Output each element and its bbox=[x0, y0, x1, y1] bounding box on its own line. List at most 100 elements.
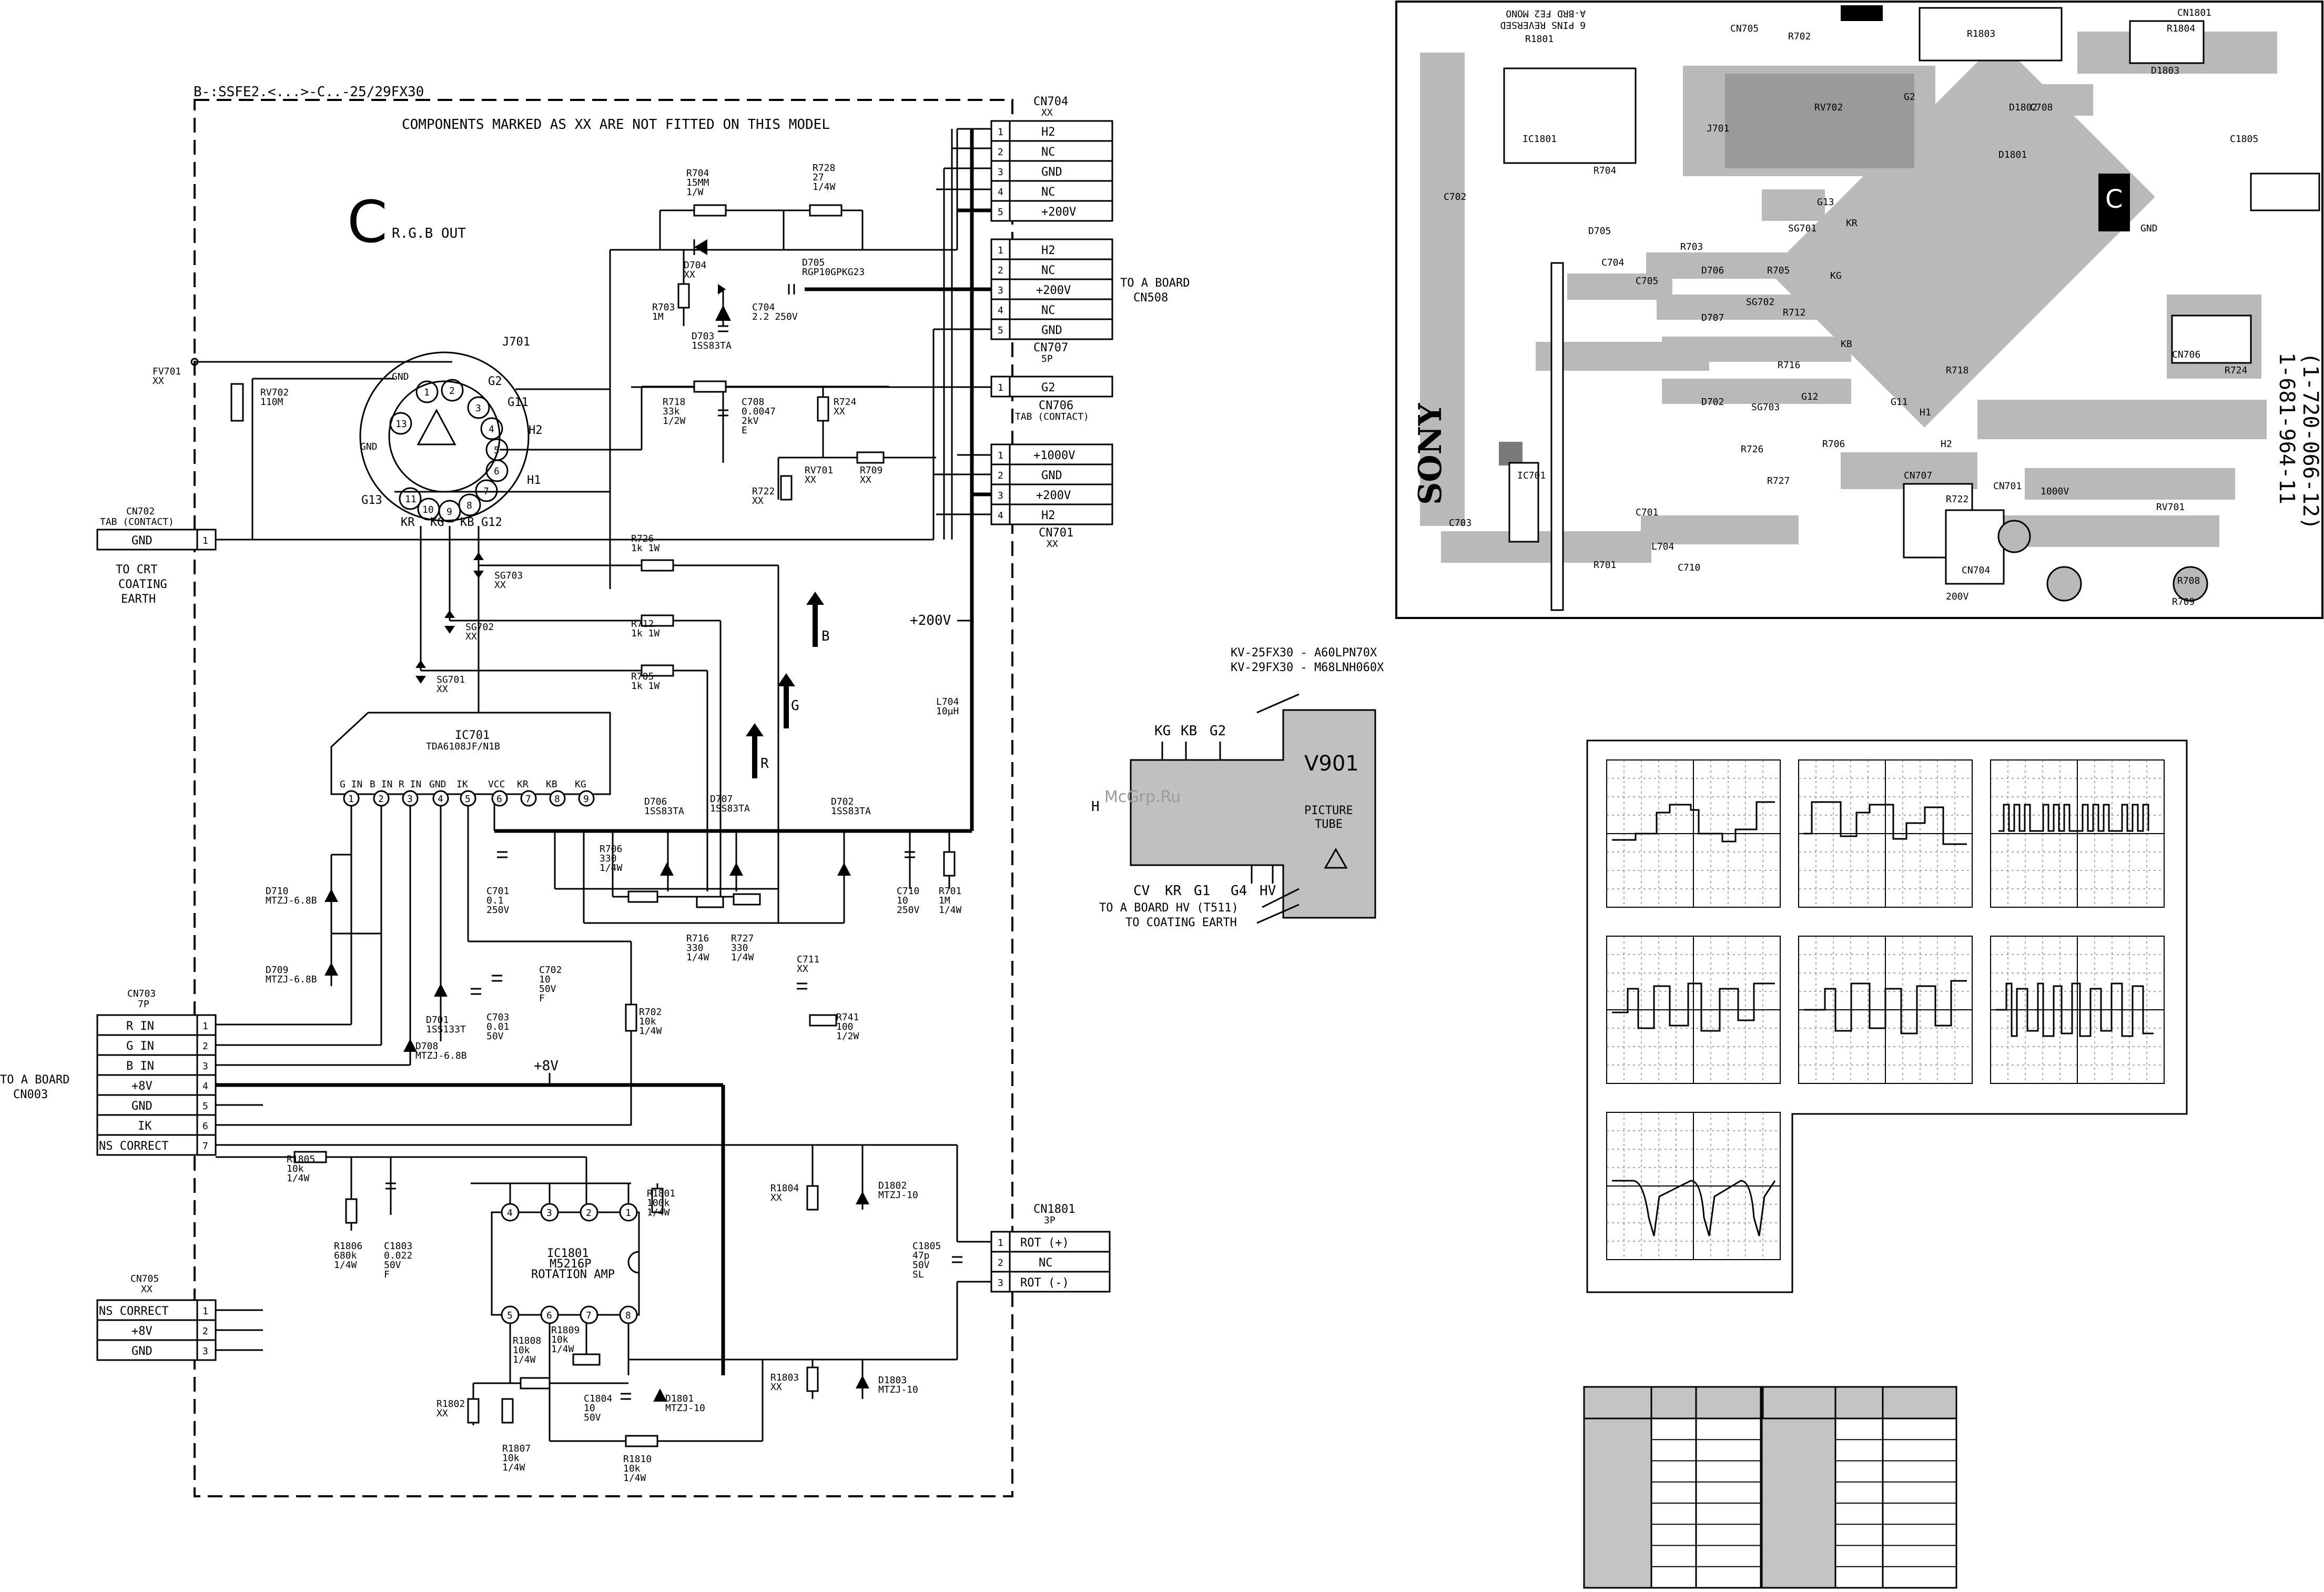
c704-value: 2.2 250V bbox=[752, 311, 798, 322]
cn703-pin-1: R IN bbox=[126, 1020, 154, 1033]
pcb-label: R702 bbox=[1788, 31, 1811, 42]
ic1801-pin-number: 3 bbox=[546, 1208, 552, 1219]
rail-200v-label: +200V bbox=[910, 613, 951, 628]
pcb-label: C710 bbox=[1678, 562, 1700, 573]
pcb-layout: C SONY 1-681-964-11 (1-720-066-12) A-BRD… bbox=[1395, 1, 2323, 619]
j701-h1: H1 bbox=[527, 474, 541, 487]
r1810-value-2: 1/4W bbox=[623, 1473, 646, 1484]
cn1801-pin-1: ROT (+) bbox=[1020, 1236, 1069, 1250]
r1809-value-2: 1/4W bbox=[551, 1344, 574, 1355]
svg-text:9: 9 bbox=[446, 506, 452, 518]
c703-value-2: 50V bbox=[486, 1031, 504, 1042]
pcb-label: RV702 bbox=[1814, 102, 1843, 113]
cn702-note-1: TO CRT bbox=[116, 563, 157, 576]
pcb-label: R726 bbox=[1741, 444, 1763, 455]
cn702-block: 1 GND bbox=[96, 529, 217, 551]
pcb-brand: SONY bbox=[1412, 403, 1449, 505]
j701-gnd-left: GND bbox=[360, 441, 378, 452]
crt-pin-cv: CV bbox=[1133, 883, 1150, 899]
ic1801-pin: 7 bbox=[580, 1305, 598, 1324]
cn705-sub: XX bbox=[141, 1284, 153, 1295]
cn705-pin-3: GND bbox=[131, 1345, 153, 1358]
svg-text:5: 5 bbox=[202, 1101, 208, 1112]
svg-text:1: 1 bbox=[202, 1306, 208, 1317]
r718-ref: R718 bbox=[663, 397, 685, 408]
pcb-label: KB bbox=[1841, 339, 1852, 350]
sg702-value: XX bbox=[465, 631, 477, 642]
sg702-ref: SG702 bbox=[465, 622, 494, 633]
pcb-label: KR bbox=[1846, 218, 1858, 229]
pcb-label: 1000V bbox=[2041, 486, 2069, 497]
ic701-pin-label: R IN bbox=[399, 779, 421, 790]
cn701-pin-2: GND bbox=[1041, 469, 1062, 482]
pcb-label: C705 bbox=[1636, 276, 1658, 287]
cn702-note-2: COATING bbox=[118, 578, 167, 591]
scope-trace bbox=[1606, 936, 1781, 1084]
pcb-label: CN701 bbox=[1993, 481, 2022, 492]
pcb-label: G12 bbox=[1801, 391, 1819, 402]
d703-ref: D703 bbox=[692, 331, 714, 342]
svg-text:3: 3 bbox=[998, 490, 1003, 501]
cn703-pin-2: G IN bbox=[126, 1040, 154, 1053]
r1808-value: 10k bbox=[513, 1345, 530, 1356]
cn-a-pin-5: GND bbox=[1041, 324, 1062, 337]
d707-ref: D707 bbox=[710, 794, 733, 805]
svg-text:6: 6 bbox=[202, 1121, 208, 1132]
ic1801: IC1801 M5216P ROTATION AMP bbox=[491, 1211, 640, 1316]
r1810-value: 10k bbox=[623, 1463, 641, 1474]
cn-a-block: 12 34 5 H2 NC +200V NC GND bbox=[990, 238, 1113, 340]
sg703-value: XX bbox=[494, 580, 506, 591]
ic701-pin: VCC 6 bbox=[488, 779, 508, 807]
r1809-ref: R1809 bbox=[551, 1325, 580, 1336]
r712-value: 1k 1W bbox=[631, 628, 659, 639]
svg-text:3: 3 bbox=[202, 1346, 208, 1357]
cn703-ref: CN703 bbox=[127, 988, 156, 999]
scope-trace bbox=[1798, 759, 1973, 908]
svg-text:3: 3 bbox=[998, 285, 1003, 296]
pcb-label: SG702 bbox=[1746, 297, 1774, 308]
ic701-pin-number: 9 bbox=[583, 794, 589, 805]
c1805-value-2: 50V bbox=[912, 1260, 930, 1271]
svg-text:4: 4 bbox=[998, 510, 1003, 521]
cn702-ref: CN702 bbox=[126, 506, 155, 517]
ic1801-pin: 5 bbox=[501, 1305, 520, 1324]
ic701-pin: B IN2 bbox=[370, 779, 392, 807]
r718-value: 33k bbox=[663, 406, 680, 417]
cn-a-pin-1: H2 bbox=[1041, 244, 1056, 257]
cn1801-pin-2: NC bbox=[1039, 1256, 1053, 1270]
r701-value-2: 1/4W bbox=[939, 905, 962, 916]
cn701-pin-3: +200V bbox=[1036, 489, 1071, 502]
scope-trace bbox=[1798, 936, 1973, 1084]
ic701-pin: R IN3 bbox=[399, 779, 421, 807]
pcb-label: R708 bbox=[2177, 575, 2200, 586]
fv701-value: XX bbox=[153, 376, 164, 387]
svg-text:2: 2 bbox=[202, 1326, 208, 1337]
cn704-ref: CN704 bbox=[1033, 95, 1068, 108]
pcb-label: KG bbox=[1830, 270, 1842, 281]
ic701-pin-number: 2 bbox=[378, 794, 384, 805]
pcb-mirror-note-2: 6 PINS REVERSED bbox=[1500, 19, 1586, 31]
c703-value: 0.01 bbox=[486, 1021, 509, 1032]
r728-value-2: 1/4W bbox=[813, 181, 836, 192]
ic701-pin: IK5 bbox=[456, 779, 476, 807]
j701-kr: KR bbox=[401, 516, 415, 529]
pcb-label: CN706 bbox=[2172, 349, 2200, 360]
r1801-ref: R1801 bbox=[647, 1188, 675, 1199]
ic701-pin-number: 6 bbox=[496, 794, 502, 805]
c1803-ref: C1803 bbox=[384, 1241, 412, 1252]
crt-pin-hv: HV bbox=[1260, 883, 1276, 899]
ic701-pin-label: VCC bbox=[488, 779, 505, 790]
cn1801-pin-3: ROT (-) bbox=[1020, 1276, 1069, 1290]
pcb-label: R1801 bbox=[1525, 34, 1554, 45]
crt-v901: V901 PICTURE TUBE KV-25FX30 - A60LPN70X … bbox=[1091, 646, 1384, 929]
d710-value: MTZJ-6.8B bbox=[266, 895, 317, 906]
